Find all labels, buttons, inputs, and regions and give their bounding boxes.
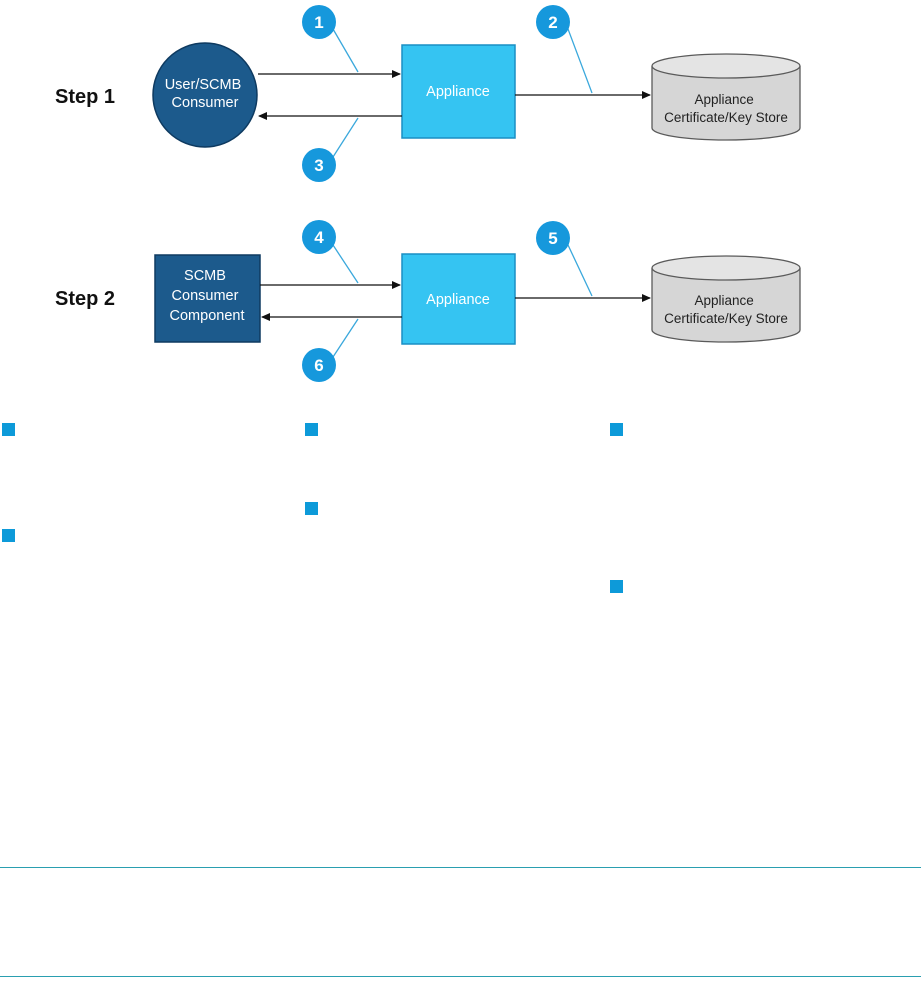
legend-bullet-square	[2, 529, 15, 542]
callout-line-1	[332, 28, 359, 73]
legend-bullet-square	[610, 423, 623, 436]
step-1-label: Step 1	[55, 86, 115, 108]
callout-badge-1: 1	[302, 5, 336, 39]
callout-line-4	[332, 244, 359, 284]
user-scmb-consumer-node	[152, 42, 258, 148]
scmb-consumer-component-label: SCMB Consumer Component	[170, 268, 245, 324]
step-2-label: Step 2	[55, 288, 115, 310]
user-scmb-consumer-label: User/SCMB Consumer	[165, 77, 246, 111]
callout-badge-4: 4	[302, 220, 336, 254]
legend-bullet-square	[610, 580, 623, 593]
appliance-node-step-2	[401, 253, 516, 345]
callout-badge-5: 5	[536, 221, 570, 255]
legend-bullet-square	[305, 423, 318, 436]
callout-badge-2: 2	[536, 5, 570, 39]
svg-text:5: 5	[548, 229, 557, 248]
legend-bullet-square	[305, 502, 318, 515]
certificate-key-store-cylinder-step-1	[651, 53, 801, 141]
section-divider-top	[0, 867, 921, 868]
step-2-group: Step 2 SCMB Consumer Component Appliance…	[55, 220, 801, 382]
svg-text:3: 3	[314, 156, 323, 175]
appliance-label-step-2: Appliance	[426, 292, 490, 308]
step-1-group: Step 1 User/SCMB Consumer Appliance Appl…	[55, 5, 801, 182]
appliance-node-step-1	[401, 44, 516, 139]
scmb-consumer-component-node	[154, 254, 261, 343]
certificate-key-store-label-step-2: Appliance Certificate/Key Store	[664, 293, 788, 326]
callout-line-3	[332, 117, 359, 158]
svg-text:2: 2	[548, 13, 557, 32]
certificate-key-store-label-step-1: Appliance Certificate/Key Store	[664, 92, 788, 125]
callout-badge-6: 6	[302, 348, 336, 382]
legend-bullet-square	[2, 423, 15, 436]
callout-line-6	[332, 318, 359, 358]
callout-line-5	[567, 244, 593, 297]
section-divider-bottom	[0, 976, 921, 977]
callout-badge-3: 3	[302, 148, 336, 182]
callout-line-2	[567, 28, 593, 94]
svg-text:6: 6	[314, 356, 323, 375]
svg-text:4: 4	[314, 228, 324, 247]
certificate-key-store-cylinder-step-2	[651, 255, 801, 343]
svg-text:1: 1	[314, 13, 323, 32]
appliance-label-step-1: Appliance	[426, 84, 490, 100]
